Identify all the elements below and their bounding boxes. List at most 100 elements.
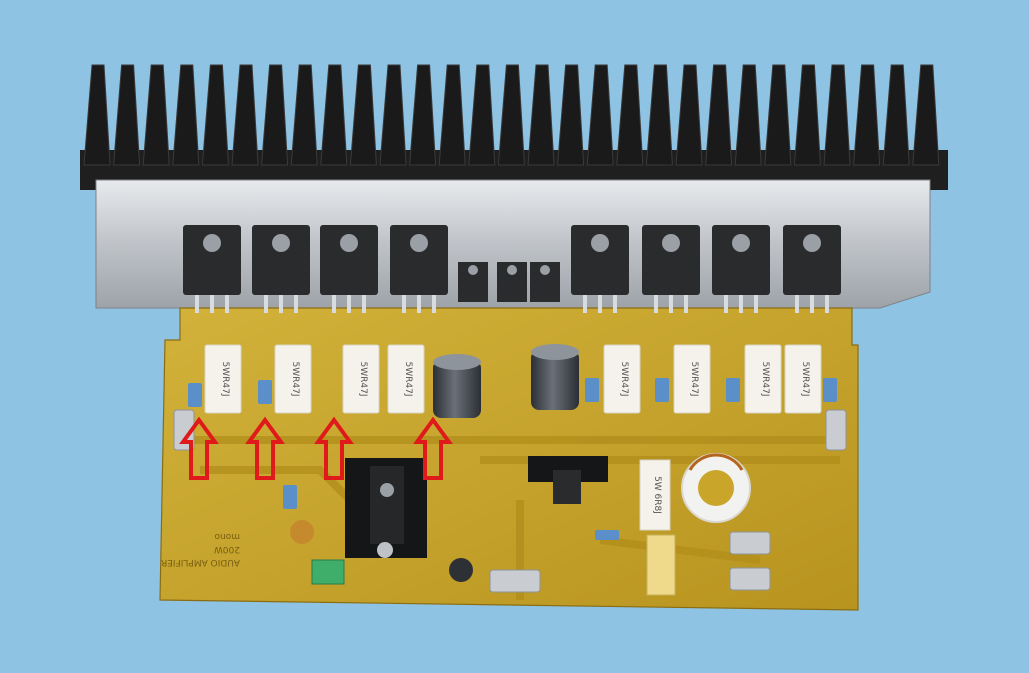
- heatsink-fin: [320, 64, 348, 166]
- heatsink-fin: [675, 64, 703, 166]
- heatsink-fin: [853, 64, 881, 166]
- resistor-label: 5WR47J: [220, 362, 230, 397]
- power-transistors: [183, 225, 841, 313]
- silkscreen-text: AUDIO AMPLIFIER 200W mono: [161, 531, 240, 567]
- highlight-arrow: [245, 416, 285, 480]
- power-resistor: 5WR47J: [387, 344, 425, 414]
- power-transistor: [183, 225, 241, 295]
- transistor-lead: [362, 295, 366, 313]
- resistor-label: 5WR47J: [290, 362, 300, 397]
- transistor-lead: [195, 295, 199, 313]
- power-transistor: [571, 225, 629, 295]
- transistor-lead: [210, 295, 214, 313]
- transistor-lead: [739, 295, 743, 313]
- transistor-lead: [417, 295, 421, 313]
- transistor-screw: [468, 265, 478, 275]
- power-transistor: [320, 225, 378, 295]
- power-resistor: 5WR47J: [744, 344, 782, 414]
- power-resistor: 5WR47J: [784, 344, 822, 414]
- heatsink-fin: [349, 64, 377, 166]
- transistor-lead: [684, 295, 688, 313]
- transistor-screw: [507, 265, 517, 275]
- heatsink-fin: [912, 64, 940, 166]
- heatsink-fin: [734, 64, 762, 166]
- silkscreen-line-2: 200W: [214, 544, 240, 554]
- heatsink-fin: [764, 64, 792, 166]
- resistor-label: 5WR47J: [760, 362, 770, 397]
- large-resistor-label: 5W 6R8J: [652, 476, 662, 514]
- resistor-label: 5WR47J: [689, 362, 699, 397]
- transistor-lead: [279, 295, 283, 313]
- heatsink-fin: [616, 64, 644, 166]
- power-transistor: [642, 225, 700, 295]
- resistor-body: [744, 344, 782, 414]
- resistor-label: 5WR47J: [800, 362, 810, 397]
- transistor-lead: [613, 295, 617, 313]
- heatsink-fin: [83, 64, 111, 166]
- power-resistor: 5WR47J: [274, 344, 312, 414]
- heatsink-fin: [793, 64, 821, 166]
- heatsink-fin: [438, 64, 466, 166]
- output-inductor: [681, 453, 751, 523]
- power-resistors: 5WR47J 5WR47J 5WR47J 5WR47J 5WR47J 5WR47J 5WR4…: [204, 344, 822, 414]
- transistor-lead: [583, 295, 587, 313]
- highlight-arrow: [314, 416, 354, 480]
- resistor-body: [603, 344, 641, 414]
- power-transistor: [390, 225, 448, 295]
- small-capacitors: [188, 378, 837, 540]
- heatsink-fin: [557, 64, 585, 166]
- power-resistor: 5WR47J: [603, 344, 641, 414]
- heatsink-fin: [113, 64, 141, 166]
- heatsink-fin: [409, 64, 437, 166]
- power-resistor: 5WR47J: [204, 344, 242, 414]
- highlight-arrows: [179, 416, 453, 480]
- large-resistor: 5W 6R8J: [639, 459, 671, 531]
- transistor-screw: [340, 234, 358, 252]
- resistor-body: [784, 344, 822, 414]
- transistor-screw: [591, 234, 609, 252]
- highlight-arrow: [413, 416, 453, 480]
- power-transistor: [712, 225, 770, 295]
- heatsink: [80, 64, 948, 190]
- transistor-lead: [795, 295, 799, 313]
- heatsink-fin: [201, 64, 229, 166]
- transistor-screw: [272, 234, 290, 252]
- transistor-lead: [598, 295, 602, 313]
- heatsink-fin: [379, 64, 407, 166]
- transistor-screw: [410, 234, 428, 252]
- transistor-lead: [347, 295, 351, 313]
- transistor-screw: [540, 265, 550, 275]
- heatsink-fin: [823, 64, 851, 166]
- transistor-lead: [724, 295, 728, 313]
- electrolytic-capacitors: [290, 344, 579, 582]
- resistor-body: [342, 344, 380, 414]
- heatsink-fin: [231, 64, 259, 166]
- heatsink-fin: [645, 64, 673, 166]
- power-resistor: 5WR47J: [342, 344, 380, 414]
- transistor-lead: [669, 295, 673, 313]
- pcb-traces: [190, 436, 840, 600]
- transistor-screw: [803, 234, 821, 252]
- highlight-arrow: [179, 416, 219, 480]
- transistor-lead: [754, 295, 758, 313]
- transistor-lead: [810, 295, 814, 313]
- heatsink-fin: [290, 64, 318, 166]
- terminal-lugs: [173, 409, 847, 593]
- power-resistor: 5WR47J: [673, 344, 711, 414]
- resistor-body: [673, 344, 711, 414]
- heatsink-fin: [586, 64, 614, 166]
- transistor-lead: [825, 295, 829, 313]
- resistor-label: 5WR47J: [403, 362, 413, 397]
- heatsink-fin: [142, 64, 170, 166]
- power-transistor: [783, 225, 841, 295]
- resistor-body: [204, 344, 242, 414]
- heatsink-fin: [527, 64, 555, 166]
- heatsink-fin: [261, 64, 289, 166]
- heatsink-fin: [468, 64, 496, 166]
- heatsink-fin: [882, 64, 910, 166]
- input-connector: [311, 559, 345, 585]
- resistor-label: 5WR47J: [358, 362, 368, 397]
- silkscreen-line-1: AUDIO AMPLIFIER: [161, 557, 240, 567]
- transistor-screw: [662, 234, 680, 252]
